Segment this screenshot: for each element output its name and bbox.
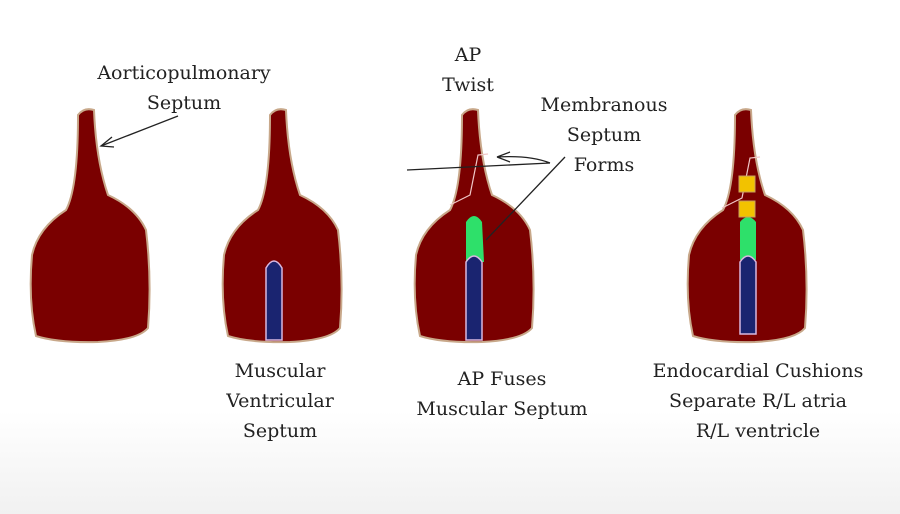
twist-arrows	[406, 151, 566, 241]
label-line: AP	[454, 44, 482, 66]
label-line: Septum	[242, 420, 318, 442]
label-line: Forms	[573, 154, 635, 176]
endocardial-cushion-lower	[738, 200, 756, 218]
label-line: AP Fuses	[457, 368, 547, 390]
membranous-septum-4	[740, 217, 756, 260]
ap-twist-line-3	[449, 153, 489, 206]
membranous-septum-3	[466, 216, 484, 262]
muscular-septum-3	[465, 255, 483, 341]
label-line: Twist	[442, 74, 494, 96]
muscular-septum-2	[265, 260, 283, 341]
muscular-septum-4	[739, 255, 757, 335]
label-line: Muscular Septum	[416, 398, 588, 420]
label-membranous-septum-forms: Membranous Septum Forms	[541, 90, 668, 180]
label-line: Muscular	[234, 360, 326, 382]
label-ap-twist: AP Twist	[442, 40, 494, 100]
label-line: Septum	[566, 124, 642, 146]
label-endocardial-cushions: Endocardial Cushions Separate R/L atria …	[653, 356, 864, 446]
label-line: Septum	[146, 92, 222, 114]
label-aorticopulmonary-septum: Aorticopulmonary Septum	[97, 58, 270, 118]
label-ap-fuses: AP Fuses Muscular Septum	[416, 364, 587, 424]
label-muscular-ventricular-septum: Muscular Ventricular Septum	[226, 356, 334, 446]
arrow-to-ap-septum	[99, 115, 179, 148]
label-line: R/L ventricle	[695, 420, 821, 442]
label-line: Membranous	[540, 94, 668, 116]
label-line: Ventricular	[226, 390, 334, 412]
label-line: Aorticopulmonary	[97, 62, 271, 84]
label-line: Separate R/L atria	[669, 390, 847, 412]
label-line: Endocardial Cushions	[652, 360, 864, 382]
endocardial-cushion-upper	[738, 175, 756, 193]
heart-outflow-shape-1	[29, 108, 151, 344]
